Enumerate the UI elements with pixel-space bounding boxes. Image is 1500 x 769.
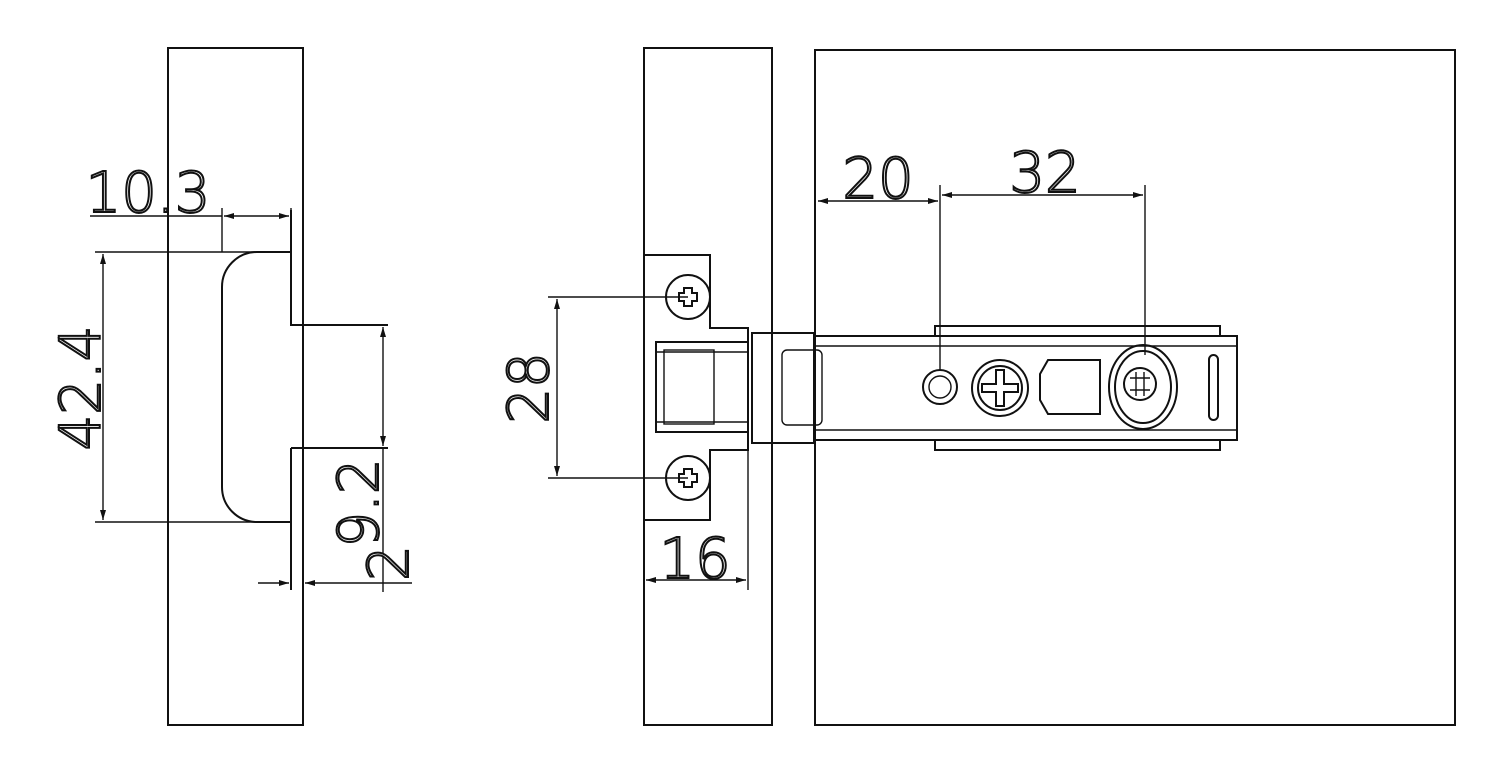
dim-label-42-4: 42.4 (49, 326, 114, 451)
arm-cover-bottom (934, 439, 1221, 451)
dim-label-32: 32 (1009, 141, 1080, 206)
cup-section-view: 42.4 10.3 9.2 2 (48, 47, 423, 726)
carcass-side-panel (643, 47, 773, 726)
arm-cover-top (934, 325, 1221, 337)
hinge-knuckle (655, 332, 823, 444)
cup-bore (221, 251, 292, 523)
dim-label-28: 28 (497, 352, 562, 423)
cam-window (1039, 359, 1101, 415)
dim-label-2: 2 (357, 545, 422, 581)
adjustment-screw (971, 359, 1029, 417)
cup-profile (290, 210, 388, 590)
cam-screw (1108, 344, 1178, 430)
phillips-screw-icon (678, 287, 698, 307)
hinge-arm (814, 335, 1238, 441)
door-panel-left (167, 47, 304, 726)
dim-label-9-2: 9.2 (327, 458, 392, 547)
hinge-arm-view: 20 32 (814, 49, 1456, 726)
dim-label-10-3: 10.3 (86, 161, 211, 226)
slot (1208, 354, 1219, 421)
dim-label-16: 16 (659, 527, 730, 592)
phillips-screw-icon (981, 369, 1019, 407)
mounting-plate-view: 28 16 (496, 47, 823, 726)
phillips-screw-icon (678, 468, 698, 488)
dim-label-20: 20 (842, 147, 913, 212)
mounting-hole (922, 369, 958, 405)
cam-screw-head-icon (1130, 372, 1150, 396)
